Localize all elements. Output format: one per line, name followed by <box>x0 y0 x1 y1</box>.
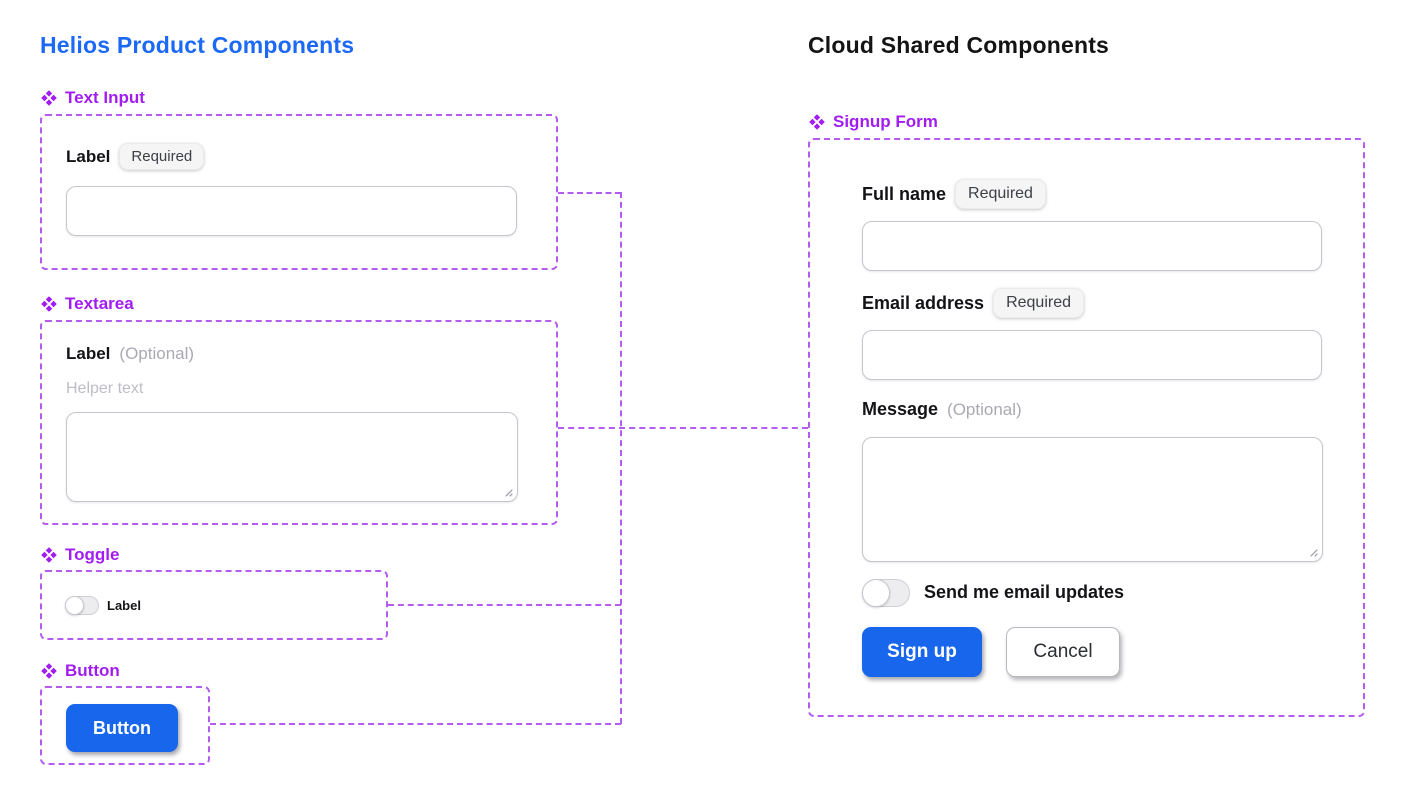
text-input-label-row: Label Required <box>66 143 205 170</box>
resize-handle-icon[interactable] <box>1306 545 1318 557</box>
message-label-row: Message (Optional) <box>862 399 1022 420</box>
toggle-knob <box>65 596 84 615</box>
component-icon <box>809 114 825 130</box>
resize-handle-icon[interactable] <box>501 485 513 497</box>
field-label: Email address <box>862 292 985 313</box>
section-heading-button: Button <box>40 661 120 681</box>
field-label: Label <box>66 344 111 363</box>
textarea-field[interactable] <box>66 412 518 502</box>
cancel-button[interactable]: Cancel <box>1006 627 1120 677</box>
email-input[interactable] <box>862 330 1322 380</box>
section-heading-label: Textarea <box>65 294 134 313</box>
textarea-wrapper <box>66 412 518 502</box>
full-name-label-row: Full name Required <box>862 179 1046 209</box>
connector-trunk-line <box>620 192 622 724</box>
textarea-label-row: Label (Optional) <box>66 344 194 364</box>
helios-panel-title: Helios Product Components <box>40 32 355 58</box>
section-heading-text-input: Text Input <box>40 88 145 108</box>
button-component[interactable]: Button <box>66 704 178 752</box>
required-badge: Required <box>955 179 1046 209</box>
component-icon <box>41 663 57 679</box>
required-badge: Required <box>119 143 205 170</box>
component-frame-button <box>40 686 210 765</box>
cloud-panel-title: Cloud Shared Components <box>808 32 1110 58</box>
toggle-label: Label <box>107 598 141 613</box>
section-heading-textarea: Textarea <box>40 294 134 314</box>
section-heading-label: Text Input <box>65 88 145 107</box>
component-frame-toggle <box>40 570 388 640</box>
message-textarea-wrapper <box>862 437 1323 562</box>
field-label: Message <box>862 399 939 419</box>
email-label-row: Email address Required <box>862 288 1084 318</box>
connector-line-textarea <box>558 427 808 429</box>
full-name-input[interactable] <box>862 221 1322 271</box>
required-badge: Required <box>993 288 1084 318</box>
component-frame-text-input <box>40 114 558 270</box>
connector-line-text-input <box>558 192 621 194</box>
toggle-knob <box>862 579 890 607</box>
email-updates-toggle-label: Send me email updates <box>924 582 1125 602</box>
field-label: Full name <box>862 183 947 204</box>
toggle-switch[interactable] <box>65 596 99 615</box>
connector-line-button <box>210 723 621 725</box>
component-frame-signup-form <box>808 138 1365 717</box>
component-icon <box>41 296 57 312</box>
component-frame-textarea <box>40 320 558 525</box>
signup-button[interactable]: Sign up <box>862 627 982 677</box>
text-input-field[interactable] <box>66 186 517 236</box>
message-textarea[interactable] <box>862 437 1323 562</box>
component-icon <box>41 547 57 563</box>
email-updates-toggle[interactable] <box>862 579 910 607</box>
section-heading-label: Signup Form <box>833 112 938 131</box>
helper-text: Helper text <box>66 380 144 397</box>
section-heading-toggle: Toggle <box>40 545 119 565</box>
section-heading-label: Toggle <box>65 545 120 564</box>
connector-line-toggle <box>388 604 621 606</box>
optional-suffix: (Optional) <box>119 344 195 363</box>
optional-suffix: (Optional) <box>947 399 1022 419</box>
field-label: Label <box>66 146 111 166</box>
section-heading-label: Button <box>65 661 120 680</box>
section-heading-signup-form: Signup Form <box>808 112 938 132</box>
component-icon <box>41 90 57 106</box>
